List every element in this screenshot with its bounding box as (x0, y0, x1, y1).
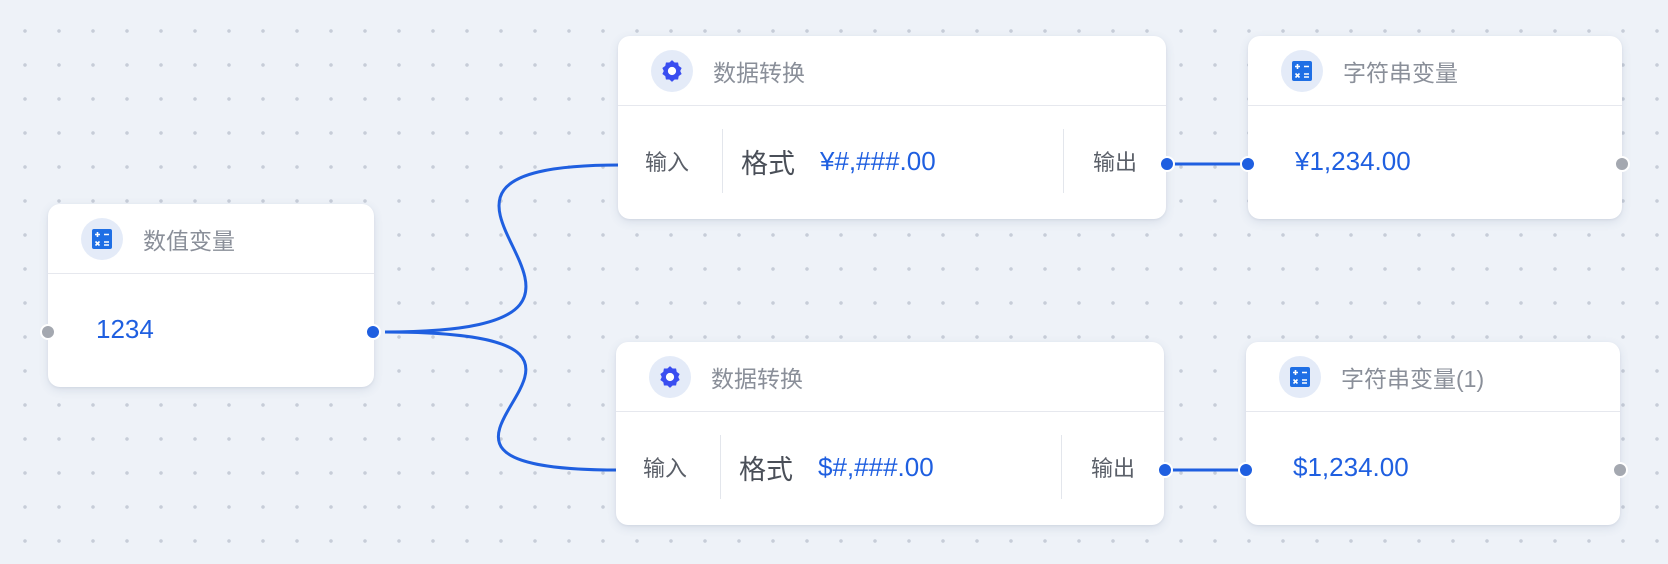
input-port[interactable] (1238, 462, 1254, 478)
output-port[interactable] (1157, 462, 1173, 478)
node-header: 数据转换 (616, 342, 1164, 412)
node-body: ¥1,234.00 (1248, 106, 1622, 216)
node-body: 1234 (48, 274, 374, 384)
node-title: 数据转换 (711, 365, 803, 392)
input-label: 输入 (645, 150, 690, 175)
format-label: 格式 (741, 148, 795, 179)
node-data-convert-bottom[interactable]: 数据转换 输入 格式 $#,###.00 输出 (616, 342, 1173, 525)
format-value[interactable]: ¥#,###.00 (820, 145, 936, 176)
output-label: 输出 (1091, 456, 1136, 481)
wire-number-to-convert-top (384, 163, 621, 334)
node-string-variable-bottom[interactable]: 字符串变量(1) $1,234.00 (1238, 342, 1628, 525)
node-header: 字符串变量 (1248, 36, 1622, 106)
node-number-variable[interactable]: 数值变量 1234 (40, 204, 381, 387)
output-port[interactable] (365, 324, 381, 340)
calculator-icon (1281, 49, 1323, 92)
gear-icon (651, 49, 693, 92)
calculator-icon (1279, 355, 1321, 398)
string-value[interactable]: ¥1,234.00 (1295, 145, 1411, 176)
wire-number-to-convert-bottom (384, 330, 619, 472)
format-value[interactable]: $#,###.00 (818, 451, 934, 482)
node-title: 字符串变量(1) (1341, 365, 1485, 392)
node-data-convert-top[interactable]: 数据转换 输入 格式 ¥#,###.00 输出 (618, 36, 1175, 219)
input-label: 输入 (643, 456, 688, 481)
gear-icon (649, 355, 691, 398)
output-port[interactable] (1159, 156, 1175, 172)
divider (1061, 435, 1062, 499)
node-title: 数值变量 (143, 227, 235, 254)
node-title: 字符串变量 (1343, 59, 1458, 86)
node-title: 数据转换 (713, 59, 805, 86)
output-port[interactable] (1612, 462, 1628, 478)
divider (720, 435, 721, 499)
node-string-variable-top[interactable]: 字符串变量 ¥1,234.00 (1240, 36, 1630, 219)
node-body: 输入 格式 $#,###.00 输出 (616, 412, 1164, 522)
input-port[interactable] (1240, 156, 1256, 172)
divider (722, 129, 723, 193)
node-body: 输入 格式 ¥#,###.00 输出 (618, 106, 1166, 216)
node-header: 数据转换 (618, 36, 1166, 106)
string-value[interactable]: $1,234.00 (1293, 451, 1409, 482)
output-port[interactable] (1614, 156, 1630, 172)
input-port[interactable] (40, 324, 56, 340)
calculator-icon (81, 217, 123, 260)
node-header: 字符串变量(1) (1246, 342, 1620, 412)
node-header: 数值变量 (48, 204, 374, 274)
divider (1063, 129, 1064, 193)
node-body: $1,234.00 (1246, 412, 1620, 522)
format-label: 格式 (739, 454, 793, 485)
number-value[interactable]: 1234 (96, 313, 154, 344)
output-label: 输出 (1093, 150, 1138, 175)
